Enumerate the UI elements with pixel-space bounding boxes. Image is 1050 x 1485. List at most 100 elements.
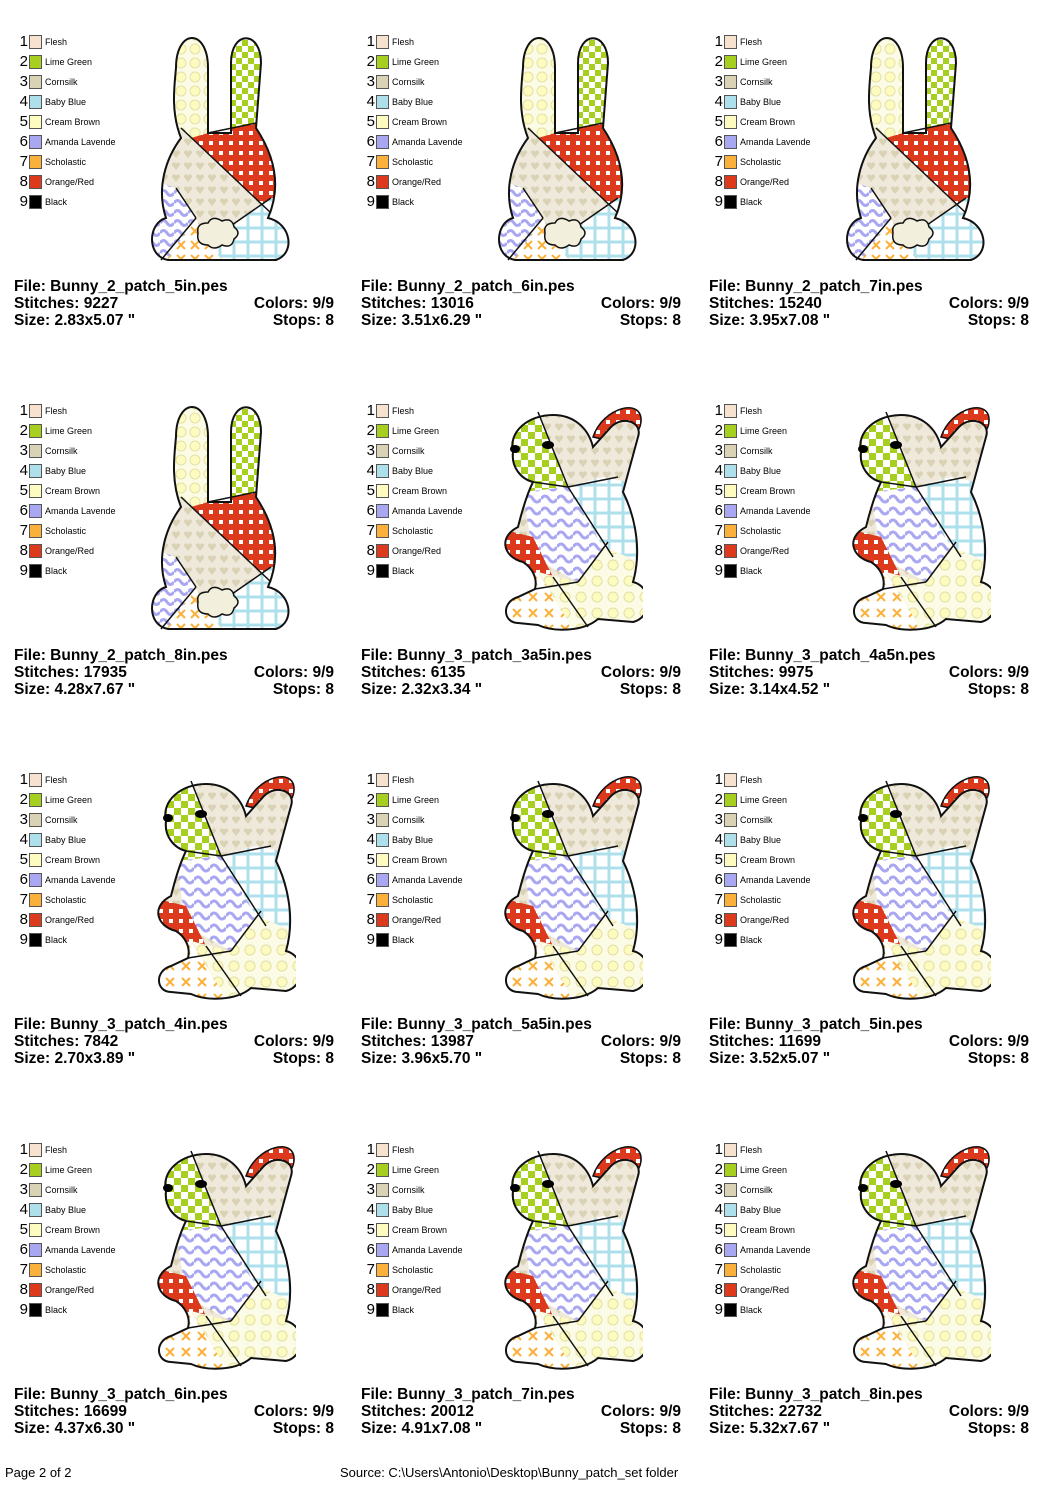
thread-name: Amanda Lavende — [45, 506, 116, 516]
eye-icon — [858, 445, 868, 453]
thread-number: 3 — [366, 811, 375, 828]
thread-number: 6 — [19, 1241, 28, 1258]
thread-number: 4 — [714, 93, 723, 110]
thread-swatch — [376, 1223, 389, 1237]
file-name: File: Bunny_2_patch_7in.pes — [709, 278, 923, 295]
thread-name: Baby Blue — [740, 466, 782, 476]
thread-name: Cornsilk — [392, 1185, 425, 1195]
thread-number: 7 — [366, 522, 375, 539]
design-size: Size: 4.28x7.67 " — [14, 681, 136, 698]
thread-swatch — [724, 893, 737, 907]
thread-number: 3 — [714, 1181, 723, 1198]
thread-name: Black — [45, 197, 68, 207]
thread-name: Orange/Red — [45, 177, 95, 187]
color-count: Colors: 9/9 — [253, 1033, 334, 1050]
bunny-standing-icon — [852, 407, 997, 631]
thread-swatch — [376, 524, 389, 538]
thread-name: Cream Brown — [45, 1225, 101, 1235]
thread-swatch — [376, 484, 389, 498]
design-info: File: Bunny_3_patch_6in.pes Stitches: 16… — [14, 1386, 334, 1437]
thread-name: Scholastic — [45, 526, 87, 536]
thread-swatch — [376, 1283, 389, 1297]
thread-number: 3 — [714, 442, 723, 459]
embroidery-preview — [146, 28, 296, 268]
thread-number: 2 — [19, 422, 28, 439]
thread-swatch — [376, 773, 389, 787]
thread-swatch — [724, 115, 737, 129]
design-size: Size: 2.83x5.07 " — [14, 312, 136, 329]
embroidery-preview — [493, 28, 643, 268]
thread-name: Amanda Lavende — [45, 137, 116, 147]
thread-swatch — [29, 424, 42, 438]
thread-swatch — [29, 75, 42, 89]
color-count: Colors: 9/9 — [948, 1403, 1029, 1420]
thread-number: 1 — [366, 771, 375, 788]
thread-swatch — [724, 75, 737, 89]
thread-number: 6 — [366, 502, 375, 519]
thread-name: Amanda Lavende — [392, 1245, 463, 1255]
thread-number: 7 — [366, 1261, 375, 1278]
thread-swatch — [724, 524, 737, 538]
thread-number: 2 — [714, 791, 723, 808]
color-count: Colors: 9/9 — [600, 295, 681, 312]
thread-number: 4 — [366, 1201, 375, 1218]
thread-name: Scholastic — [392, 526, 434, 536]
thread-number: 5 — [366, 482, 375, 499]
design-size: Size: 3.95x7.08 " — [709, 312, 831, 329]
thread-name: Orange/Red — [740, 915, 790, 925]
thread-swatch — [724, 1283, 737, 1297]
thread-swatch — [724, 444, 737, 458]
page-indicator: Page 2 of 2 — [5, 1465, 72, 1480]
thread-swatch — [29, 833, 42, 847]
thread-number: 3 — [19, 442, 28, 459]
thread-number: 5 — [366, 113, 375, 130]
thread-swatch — [29, 544, 42, 558]
eye-icon — [542, 1180, 554, 1188]
thread-number: 2 — [366, 791, 375, 808]
thread-swatch — [29, 464, 42, 478]
thread-name: Cream Brown — [45, 117, 101, 127]
color-count: Colors: 9/9 — [948, 1033, 1029, 1050]
thread-swatch — [724, 1183, 737, 1197]
thread-swatch — [29, 1143, 42, 1157]
eye-icon — [195, 810, 207, 818]
eye-icon — [858, 1184, 868, 1192]
thread-name: Amanda Lavende — [740, 137, 811, 147]
thread-number: 9 — [19, 193, 28, 210]
thread-swatch — [724, 95, 737, 109]
thread-number: 4 — [19, 462, 28, 479]
thread-swatch — [376, 1303, 389, 1317]
file-name: File: Bunny_3_patch_5in.pes — [709, 1016, 923, 1033]
thread-name: Cream Brown — [392, 1225, 448, 1235]
thread-number: 5 — [19, 1221, 28, 1238]
stitch-count: Stitches: 20012 — [361, 1403, 474, 1420]
